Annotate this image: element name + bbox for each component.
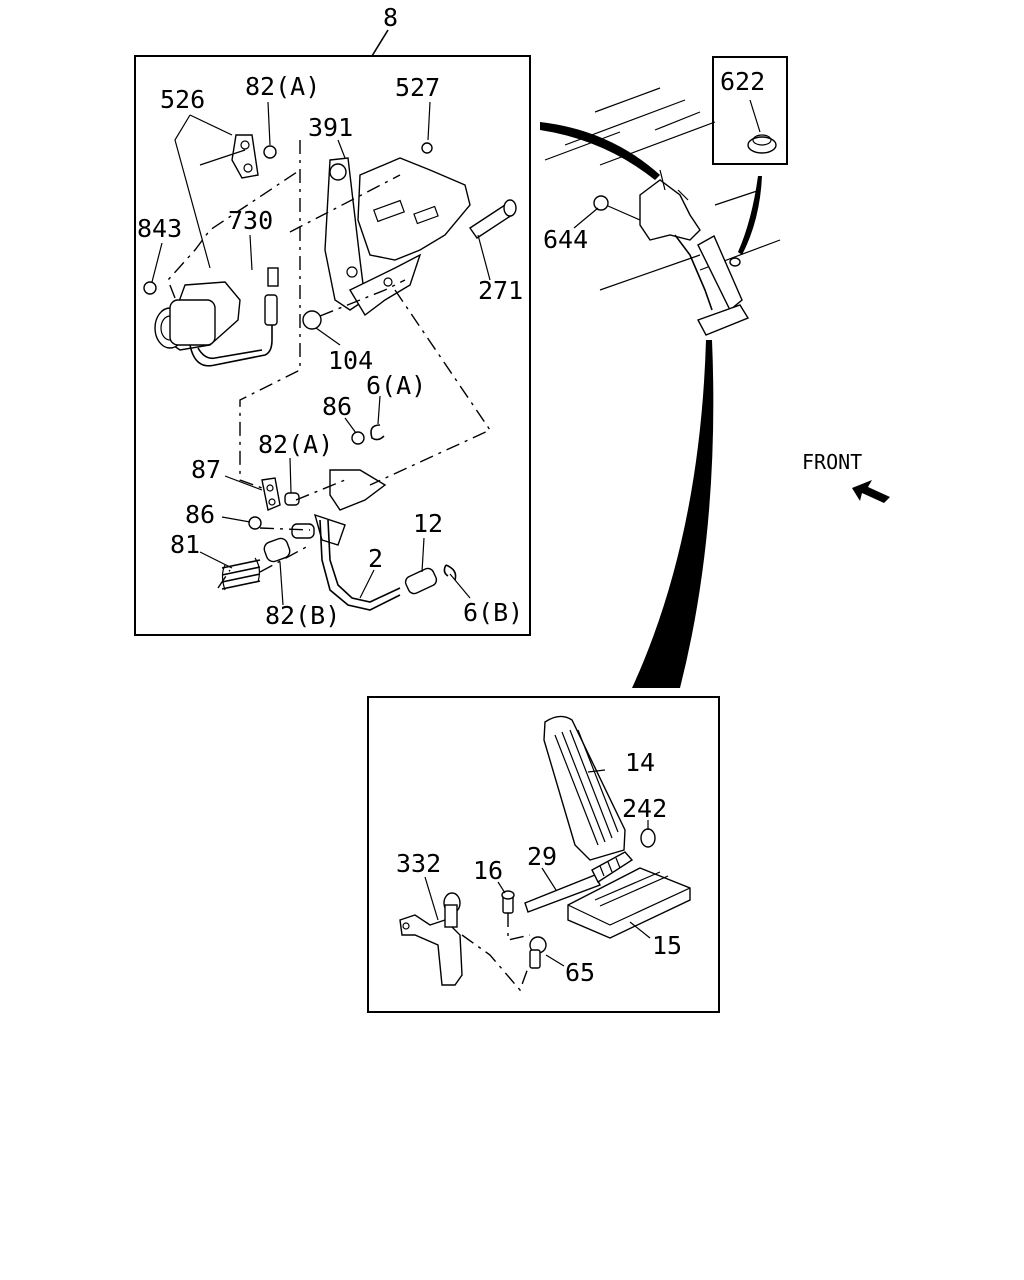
label-82a-mid: 82(A) [258,430,333,459]
label-622: 622 [720,67,765,96]
bracket-526 [231,134,277,179]
label-82b: 82(B) [265,601,340,630]
lever-plate-87 [248,477,300,530]
label-65: 65 [565,958,595,987]
grommet-622-box [712,56,788,165]
label-15: 15 [652,931,682,960]
actuator-motor [143,267,279,367]
pedal-bracket [324,142,471,317]
pedal-arm [291,469,401,611]
callout-arcs [540,122,762,688]
collar-12 [404,564,457,595]
label-391: 391 [308,113,353,142]
accelerator-box [367,696,720,1013]
label-81: 81 [170,530,200,559]
label-6b: 6(B) [463,598,523,627]
vehicle-overview [544,87,781,336]
label-87: 87 [191,455,221,484]
label-730: 730 [228,206,273,235]
washer-104 [302,310,322,330]
label-2: 2 [368,544,383,573]
label-527: 527 [395,73,440,102]
label-8: 8 [383,3,398,32]
label-12: 12 [413,509,443,538]
label-16: 16 [473,856,503,885]
label-104: 104 [328,346,373,375]
pedal-assembly-box [134,29,531,636]
part-labels: 8 526 82(A) 527 391 843 730 271 104 86 6… [137,3,862,987]
front-indicator [852,480,890,503]
label-82a-top: 82(A) [245,72,320,101]
label-29: 29 [527,842,557,871]
label-14: 14 [625,748,655,777]
arrow-icon [852,480,890,503]
label-86-upper: 86 [322,392,352,421]
label-front: FRONT [802,450,862,474]
leader-lines-upper [151,101,491,606]
label-843: 843 [137,214,182,243]
label-86-lower: 86 [185,500,215,529]
label-644: 644 [543,225,588,254]
label-271: 271 [478,276,523,305]
label-6a: 6(A) [366,371,426,400]
label-242: 242 [622,794,667,823]
clip-and-washer-upper [351,424,385,445]
bushing-82b [263,537,291,563]
label-332: 332 [396,849,441,878]
bolt-271 [469,199,517,239]
label-526: 526 [160,85,205,114]
phantom-lines [167,140,492,589]
spring-81 [221,557,261,591]
